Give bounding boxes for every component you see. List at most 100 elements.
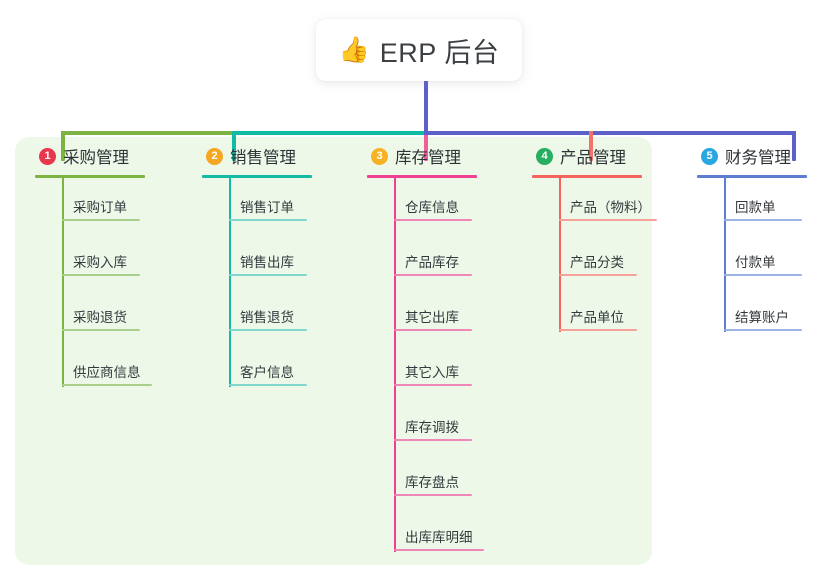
leaf-node-label: 回款单	[735, 200, 776, 215]
leaf-node-label: 库存盘点	[405, 475, 459, 490]
column-header-purchase[interactable]: 1 采购管理	[35, 143, 145, 169]
leaf-node[interactable]: 其它入库	[367, 343, 477, 398]
branch-finance: 回款单付款单结算账户	[697, 178, 807, 343]
bus-teal	[232, 131, 424, 135]
leaf-node-label: 仓库信息	[405, 200, 459, 215]
leaf-node-label: 销售退货	[240, 310, 294, 325]
column-title-purchase: 采购管理	[63, 149, 129, 167]
column-title-sales: 销售管理	[230, 149, 296, 167]
badge-number-product: 4	[536, 147, 553, 165]
leaf-node-rule	[394, 494, 472, 496]
leaf-node-rule	[559, 219, 657, 221]
leaf-node-rule	[62, 219, 140, 221]
column-header-rule-purchase	[35, 175, 145, 178]
column-inventory: 3 库存管理仓库信息产品库存其它出库其它入库库存调拨库存盘点出库库明细	[367, 143, 484, 563]
leaf-node-label: 出库库明细	[405, 530, 473, 545]
leaf-node[interactable]: 产品库存	[367, 233, 477, 288]
leaf-node-label: 供应商信息	[73, 365, 141, 380]
leaf-node-rule	[62, 384, 152, 386]
leaf-node[interactable]: 销售退货	[202, 288, 312, 343]
badge-number-inventory: 3	[371, 147, 388, 165]
leaf-node[interactable]: 出库库明细	[367, 508, 484, 563]
leaf-node-label: 客户信息	[240, 365, 294, 380]
leaf-node-rule	[62, 329, 140, 331]
leaf-node[interactable]: 采购订单	[35, 178, 145, 233]
leaf-node[interactable]: 产品分类	[532, 233, 642, 288]
leaf-node[interactable]: 采购退货	[35, 288, 145, 343]
leaf-node-rule	[394, 549, 484, 551]
column-title-product: 产品管理	[560, 149, 626, 167]
leaf-node-rule	[559, 274, 637, 276]
drop-finance	[792, 131, 796, 161]
column-header-rule-sales	[202, 175, 312, 178]
column-header-inventory[interactable]: 3 库存管理	[367, 143, 477, 169]
root-stem-connector	[424, 81, 428, 135]
leaf-node-rule	[229, 219, 307, 221]
column-header-sales[interactable]: 2 销售管理	[202, 143, 312, 169]
diagram-background-panel	[15, 137, 652, 565]
leaf-node[interactable]: 产品单位	[532, 288, 642, 343]
leaf-node[interactable]: 供应商信息	[35, 343, 152, 398]
leaf-node-rule	[394, 219, 472, 221]
leaf-node[interactable]: 销售出库	[202, 233, 312, 288]
column-header-rule-finance	[697, 175, 807, 178]
leaf-node[interactable]: 仓库信息	[367, 178, 477, 233]
root-node-label: ERP 后台	[379, 37, 500, 68]
column-header-product[interactable]: 4 产品管理	[532, 143, 642, 169]
column-title-inventory: 库存管理	[395, 149, 461, 167]
drop-inventory	[424, 131, 428, 161]
leaf-node-label: 产品单位	[570, 310, 624, 325]
branch-spine-sales	[229, 178, 231, 387]
leaf-node-label: 产品库存	[405, 255, 459, 270]
leaf-node-label: 采购退货	[73, 310, 127, 325]
leaf-node-label: 采购入库	[73, 255, 127, 270]
leaf-node-rule	[559, 329, 637, 331]
leaf-node[interactable]: 结算账户	[697, 288, 807, 343]
leaf-node[interactable]: 客户信息	[202, 343, 312, 398]
branch-product: 产品（物料） 产品分类产品单位	[532, 178, 657, 343]
drop-product	[589, 131, 593, 161]
leaf-node-label: 付款单	[735, 255, 776, 270]
column-header-rule-product	[532, 175, 642, 178]
branch-spine-purchase	[62, 178, 64, 387]
leaf-node-rule	[62, 274, 140, 276]
leaf-node[interactable]: 产品（物料）	[532, 178, 657, 233]
leaf-node-label: 其它出库	[405, 310, 459, 325]
branch-spine-finance	[724, 178, 726, 332]
drop-sales	[232, 131, 236, 161]
column-purchase: 1 采购管理采购订单采购入库采购退货供应商信息	[35, 143, 152, 398]
leaf-node[interactable]: 采购入库	[35, 233, 145, 288]
leaf-node-rule	[229, 329, 307, 331]
leaf-node-label: 销售订单	[240, 200, 294, 215]
root-node-erp-backend[interactable]: 👍 ERP 后台	[316, 19, 522, 81]
leaf-node[interactable]: 付款单	[697, 233, 807, 288]
bus-green	[61, 131, 232, 135]
leaf-node-rule	[394, 439, 472, 441]
leaf-node-label: 销售出库	[240, 255, 294, 270]
leaf-node-rule	[229, 384, 307, 386]
badge-number-sales: 2	[206, 147, 223, 165]
leaf-node-label: 库存调拨	[405, 420, 459, 435]
leaf-node[interactable]: 回款单	[697, 178, 807, 233]
column-product: 4 产品管理产品（物料） 产品分类产品单位	[532, 143, 657, 343]
branch-inventory: 仓库信息产品库存其它出库其它入库库存调拨库存盘点出库库明细	[367, 178, 484, 563]
leaf-node-rule	[394, 384, 472, 386]
leaf-node-label: 采购订单	[73, 200, 127, 215]
badge-number-purchase: 1	[39, 147, 56, 165]
leaf-node[interactable]: 其它出库	[367, 288, 477, 343]
branch-spine-inventory	[394, 178, 396, 552]
leaf-node[interactable]: 库存调拨	[367, 398, 477, 453]
leaf-node[interactable]: 销售订单	[202, 178, 312, 233]
leaf-node-rule	[724, 219, 802, 221]
drop-purchase	[61, 131, 65, 161]
leaf-node-rule	[229, 274, 307, 276]
leaf-node-label: 产品（物料）	[570, 200, 651, 215]
column-sales: 2 销售管理销售订单销售出库销售退货客户信息	[202, 143, 312, 398]
leaf-node[interactable]: 库存盘点	[367, 453, 477, 508]
leaf-node-rule	[394, 329, 472, 331]
leaf-node-label: 产品分类	[570, 255, 624, 270]
leaf-node-rule	[724, 274, 802, 276]
